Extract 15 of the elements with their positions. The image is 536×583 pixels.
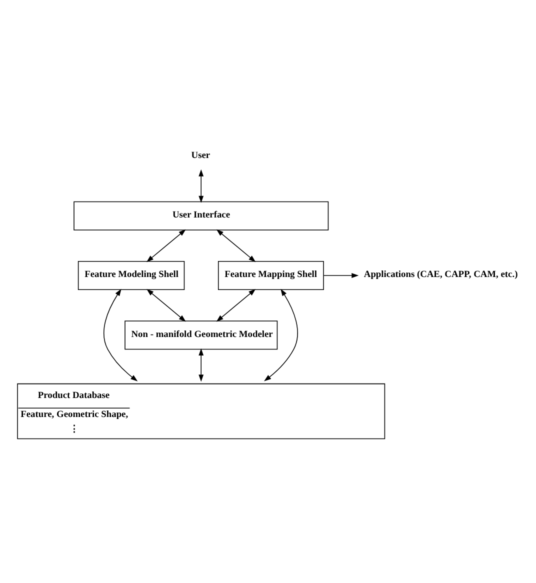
arrow [216, 288, 256, 322]
arrow [264, 288, 298, 381]
node-box: Feature Mapping Shell [218, 260, 324, 290]
node-box: Non - manifold Geometric Modeler [124, 320, 278, 350]
arrow [323, 272, 359, 278]
node-box: User Interface [74, 200, 329, 230]
node-box: Feature Modeling Shell [78, 260, 185, 290]
arrow [198, 168, 204, 202]
arrow [146, 288, 186, 322]
arrow [104, 288, 138, 381]
node-text: Applications (CAE, CAPP, CAM, etc.) [364, 270, 518, 280]
arrow [216, 228, 256, 262]
arrow [198, 348, 204, 382]
arrow [146, 228, 186, 262]
node-text: User [191, 150, 210, 160]
